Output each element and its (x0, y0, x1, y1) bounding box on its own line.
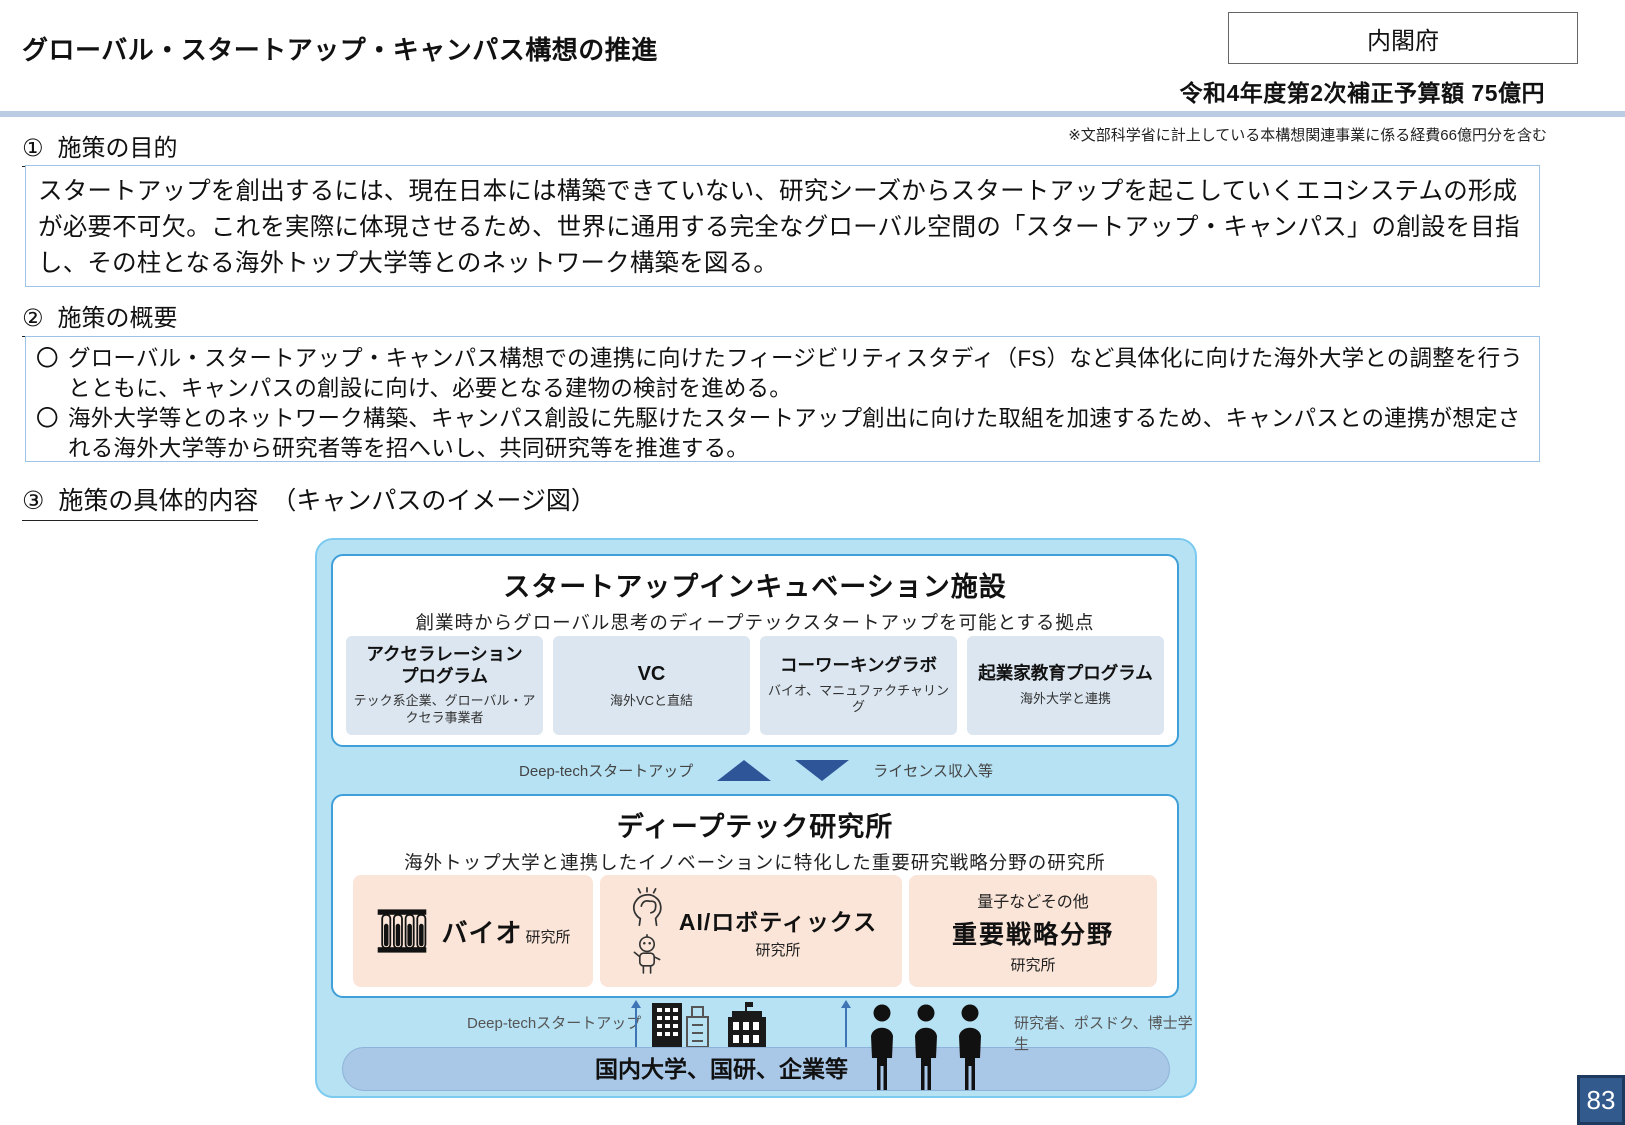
ai-head-icon (632, 887, 662, 927)
ai-lab-icons (625, 885, 669, 977)
license-flow-label: ライセンス収入等 (873, 763, 993, 780)
overview-bullet: 〇 グローバル・スタートアップ・キャンパス構想での連携に向けたフィージビリティス… (36, 344, 1529, 404)
vc-box: VC 海外VCと直結 (553, 636, 750, 735)
section3-suffix: （キャンパスのイメージ図） (271, 487, 596, 515)
page-title: グローバル・スタートアップ・キャンパス構想の推進 (22, 35, 658, 65)
robot-icon (633, 933, 661, 974)
deeptech-flow-label: Deep-techスタートアップ (519, 763, 694, 780)
incubation-box: スタートアップインキュベーション施設 創業時からグローバル思考のディープテックス… (331, 554, 1179, 747)
incubation-title: スタートアップインキュベーション施設 (503, 572, 1007, 602)
down-arrow-icon (795, 760, 850, 781)
overview-bullet: 〇 海外大学等とのネットワーク構築、キャンパス創設に先駆けたスタートアップ創出に… (36, 404, 1529, 464)
page-number-badge: 83 (1577, 1075, 1625, 1125)
incubation-subtitle: 創業時からグローバル思考のディープテックスタートアップを可能とする拠点 (415, 612, 1095, 633)
buildings-icon (652, 1002, 766, 1047)
purpose-text: スタートアップを創出するには、現在日本には構築できていない、研究シーズからスター… (38, 178, 1520, 277)
item-title: アクセラレーション プログラム (366, 643, 523, 686)
lab-suffix: 研究所 (755, 941, 801, 959)
bio-lab-box: バイオ 研究所 (353, 875, 593, 987)
acceleration-program-box: アクセラレーション プログラム テック系企業、グローバル・アクセラ事業者 (346, 636, 543, 735)
section1-heading: ① 施策の目的 (22, 128, 178, 167)
ai-robotics-lab-box: AI/ロボティックス 研究所 (600, 875, 902, 987)
up-arrow-icon (717, 760, 772, 781)
budget-note: ※文部科学省に計上している本構想関連事業に係る経費66億円分を含む (1068, 127, 1547, 144)
strategic-fields-lab-box: 量子などその他 重要戦略分野 研究所 (909, 875, 1157, 987)
research-subtitle: 海外トップ大学と連携したイノベーションに特化した重要研究戦略分野の研究所 (404, 852, 1106, 873)
incubation-items: アクセラレーション プログラム テック系企業、グローバル・アクセラ事業者 VC … (346, 636, 1164, 735)
domestic-universities-bar: 国内大学、国研、企業等 (342, 1047, 1170, 1091)
section2-heading: ② 施策の概要 (22, 298, 178, 337)
section1-label: 施策の目的 (57, 135, 178, 162)
section3-label: 施策の具体的内容 (58, 487, 259, 515)
lab-pre-label: 量子などその他 (977, 893, 1089, 911)
research-title: ディープテック研究所 (616, 812, 894, 842)
entrepreneur-education-box: 起業家教育プログラム 海外大学と連携 (967, 636, 1164, 735)
agency-box: 内閣府 (1228, 12, 1578, 64)
section2-number: ② (22, 305, 44, 332)
lab-name: 重要戦略分野 (951, 920, 1114, 949)
bullet-marker: 〇 (36, 406, 59, 431)
campus-diagram: スタートアップインキュベーション施設 創業時からグローバル思考のディープテックス… (315, 538, 1197, 1098)
lab-name: AI/ロボティックス (678, 908, 878, 935)
flow-band: Deep-techスタートアップ ライセンス収入等 (317, 747, 1195, 794)
researchers-label: 研究者、ポスドク、博士学生 (1014, 1015, 1193, 1053)
overview-box: 〇 グローバル・スタートアップ・キャンパス構想での連携に向けたフィージビリティス… (25, 336, 1540, 462)
section3-heading: ③ 施策の具体的内容 （キャンパスのイメージ図） (22, 481, 596, 521)
thin-up-arrow-icon (841, 1000, 851, 1049)
section3-number: ③ (22, 487, 45, 515)
item-desc: テック系企業、グローバル・アクセラ事業者 (353, 693, 536, 726)
item-title: コーワーキングラボ (780, 654, 937, 675)
coworking-lab-box: コーワーキングラボ バイオ、マニュファクチャリング (760, 636, 957, 735)
research-labs: バイオ 研究所 (353, 875, 1157, 987)
lab-suffix: 研究所 (1010, 956, 1056, 974)
agency-label: 内閣府 (1367, 27, 1439, 55)
research-box: ディープテック研究所 海外トップ大学と連携したイノベーションに特化した重要研究戦… (331, 794, 1179, 998)
section2-label: 施策の概要 (57, 305, 178, 332)
purpose-box: スタートアップを創出するには、現在日本には構築できていない、研究シーズからスター… (25, 165, 1540, 287)
domestic-bar-label: 国内大学、国研、企業等 (595, 1056, 848, 1082)
deeptech-bottom-label: Deep-techスタートアップ (467, 1015, 642, 1032)
item-desc: 海外VCと直結 (609, 692, 694, 708)
item-title: 起業家教育プログラム (978, 663, 1153, 684)
bullet-text: グローバル・スタートアップ・キャンパス構想での連携に向けたフィージビリティスタデ… (68, 346, 1523, 401)
lab-name: バイオ (441, 917, 523, 948)
item-title: VC (637, 662, 666, 685)
people-icon (871, 1004, 981, 1090)
section1-number: ① (22, 135, 44, 162)
item-desc: 海外大学と連携 (1019, 690, 1111, 706)
bullet-text: 海外大学等とのネットワーク構築、キャンパス創設に先駆けたスタートアップ創出に向け… (68, 406, 1521, 461)
lab-suffix: 研究所 (525, 928, 571, 946)
item-desc: バイオ、マニュファクチャリング (767, 682, 950, 715)
thin-up-arrow-icon (631, 1000, 641, 1049)
header-divider (0, 111, 1625, 117)
budget-label: 令和4年度第2次補正予算額 75億円 (1179, 80, 1545, 106)
bullet-marker: 〇 (36, 346, 59, 371)
test-tubes-icon (378, 909, 427, 953)
